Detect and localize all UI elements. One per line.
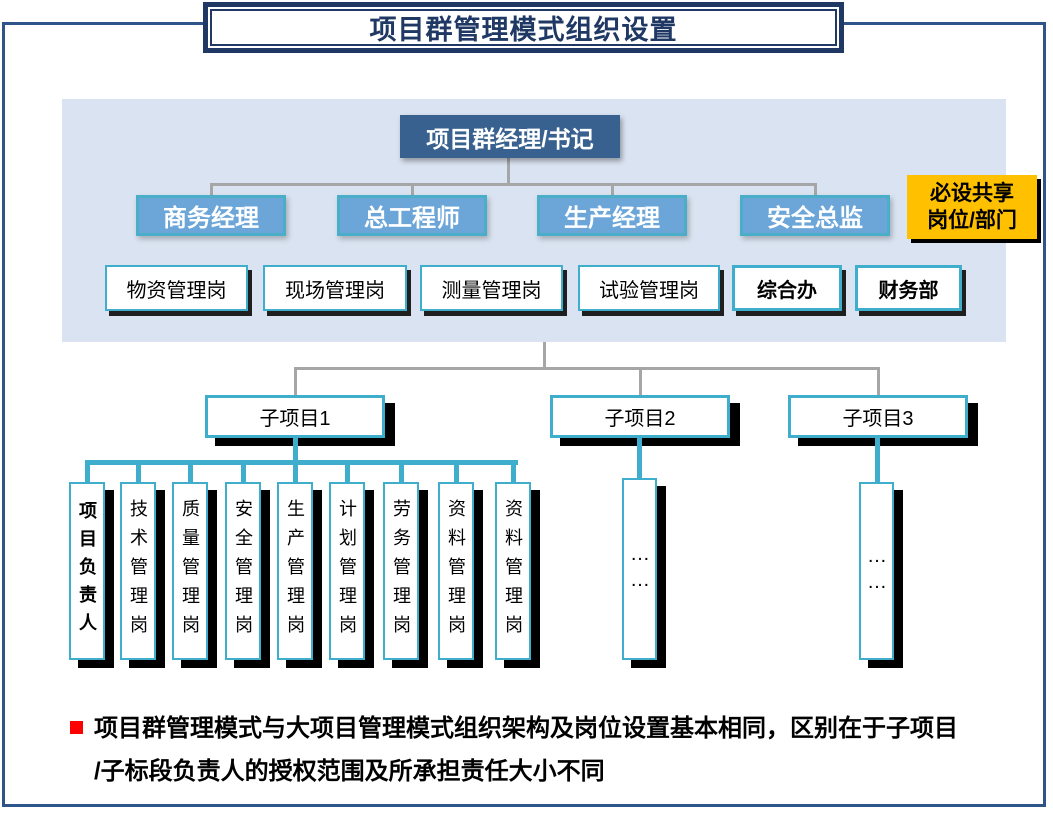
connector-line xyxy=(507,158,510,184)
node-labor-post: 劳务管理岗 xyxy=(383,482,419,660)
connector-line xyxy=(877,367,880,397)
connector-line xyxy=(188,460,193,484)
node-survey-post: 测量管理岗 xyxy=(420,265,563,311)
shared-positions-badge: 必设共享 岗位/部门 xyxy=(907,175,1037,239)
note-line-2: /子标段负责人的授权范围及所承担责任大小不同 xyxy=(94,758,605,785)
connector-line xyxy=(454,460,459,484)
page-title: 项目群管理模式组织设置 xyxy=(369,15,678,45)
note-line-1: 项目群管理模式与大项目管理模式组织架构及岗位设置基本相同，区别在于子项目 xyxy=(94,715,958,742)
node-subproject-3-placeholder: …… xyxy=(859,482,894,660)
connector-line xyxy=(814,183,817,197)
node-document-post-1: 资料管理岗 xyxy=(438,482,474,660)
connector-line xyxy=(399,460,404,484)
connector-line xyxy=(294,367,297,397)
connector-line xyxy=(293,438,298,462)
node-subproject-2-placeholder: …… xyxy=(622,478,657,660)
connector-line xyxy=(293,460,298,484)
node-commercial-manager: 商务经理 xyxy=(136,195,286,236)
connector-line xyxy=(136,460,141,484)
node-site-post: 现场管理岗 xyxy=(263,265,407,311)
node-technical-post: 技术管理岗 xyxy=(120,482,156,660)
node-materials-post: 物资管理岗 xyxy=(105,265,248,311)
connector-line xyxy=(345,460,350,484)
connector-line xyxy=(637,438,642,480)
connector-line xyxy=(543,342,546,368)
node-chief-engineer: 总工程师 xyxy=(337,195,487,236)
node-finance-dept: 财务部 xyxy=(855,265,962,311)
node-project-leader: 项目负责人 xyxy=(69,482,105,660)
node-production-manager: 生产经理 xyxy=(537,195,687,236)
connector-line xyxy=(85,460,518,465)
title-box: 项目群管理模式组织设置 xyxy=(203,2,844,53)
node-program-manager: 项目群经理/书记 xyxy=(400,115,620,158)
note-bullet-square xyxy=(70,721,83,734)
connector-line xyxy=(241,460,246,484)
node-test-post: 试验管理岗 xyxy=(578,265,720,311)
badge-line-2: 岗位/部门 xyxy=(927,209,1017,232)
node-document-post-2: 资料管理岗 xyxy=(495,482,531,660)
connector-line xyxy=(210,183,213,197)
node-safety-director: 安全总监 xyxy=(740,195,890,236)
node-production-post: 生产管理岗 xyxy=(277,482,313,660)
connector-line xyxy=(875,438,880,484)
node-safety-post: 安全管理岗 xyxy=(225,482,261,660)
node-subproject-2: 子项目2 xyxy=(550,395,730,438)
badge-line-1: 必设共享 xyxy=(930,182,1014,205)
connector-line xyxy=(411,183,414,197)
node-subproject-3: 子项目3 xyxy=(788,395,968,438)
connector-line xyxy=(639,367,642,397)
node-quality-post: 质量管理岗 xyxy=(172,482,208,660)
connector-line xyxy=(210,183,817,186)
connector-line xyxy=(85,460,90,484)
connector-line xyxy=(611,183,614,197)
connector-line xyxy=(294,367,880,370)
node-general-office: 综合办 xyxy=(732,265,842,311)
connector-line xyxy=(511,460,516,484)
node-subproject-1: 子项目1 xyxy=(205,395,385,438)
node-planning-post: 计划管理岗 xyxy=(329,482,365,660)
